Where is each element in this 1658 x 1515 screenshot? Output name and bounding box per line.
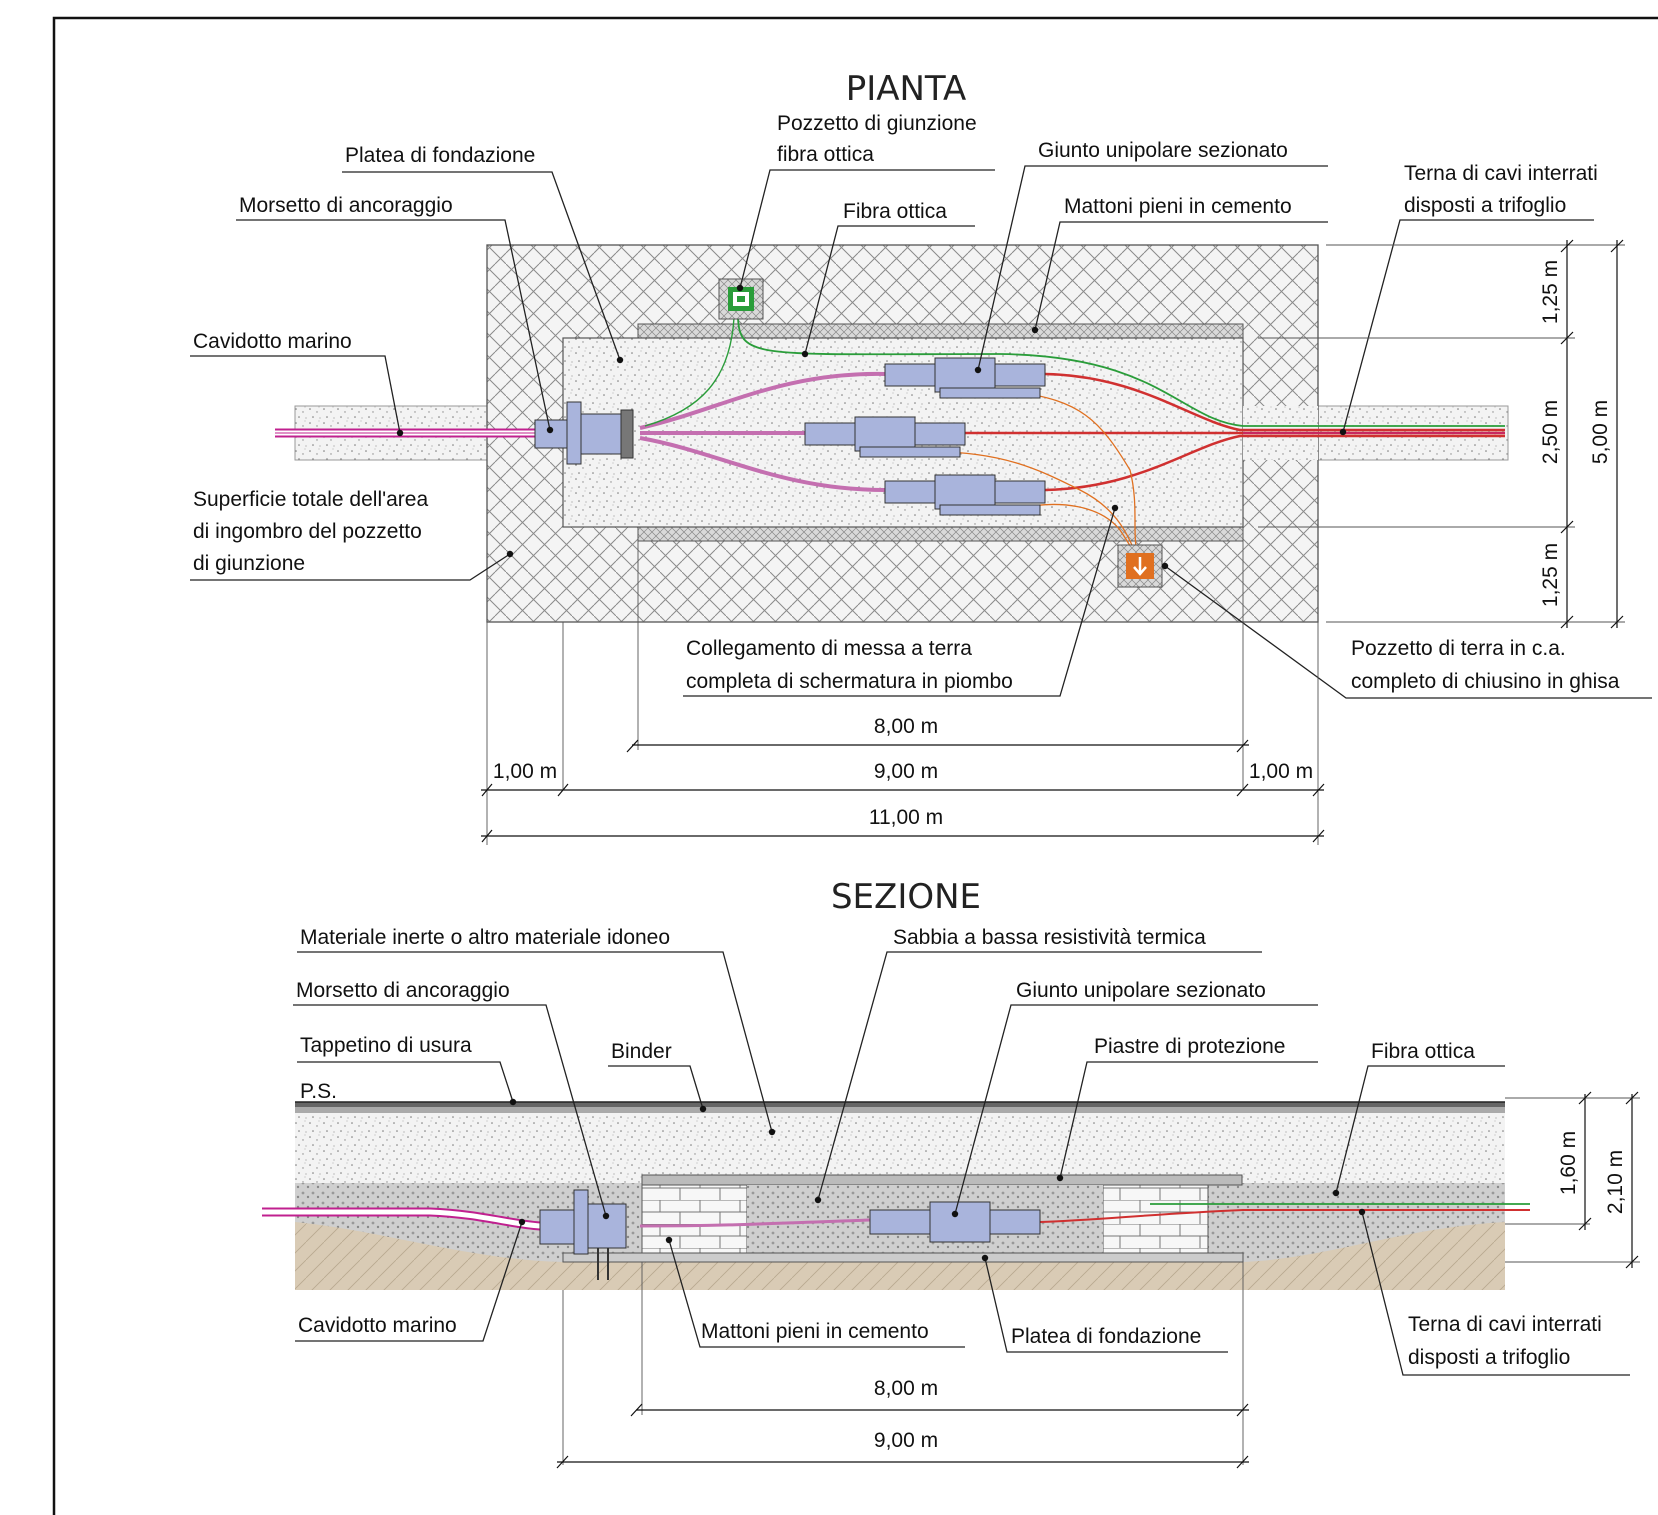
dim-pianta-250: 2,50 m [1539, 400, 1562, 464]
label-pozzetto-fibra-1: Pozzetto di giunzione [777, 112, 977, 135]
label-sez-platea: Platea di fondazione [1011, 1325, 1201, 1348]
label-collegamento-2: completa di schermatura in piombo [686, 670, 1013, 693]
section-cables [262, 1203, 1530, 1231]
label-sez-terna-1: Terna di cavi interrati [1408, 1313, 1602, 1336]
dim-pianta-500: 5,00 m [1589, 400, 1612, 464]
backfill-layer [295, 1111, 1505, 1183]
fiber-optic-branch [644, 317, 735, 427]
dim-pianta-1-left: 1,00 m [493, 760, 557, 783]
label-cavidotto: Cavidotto marino [193, 330, 352, 353]
section-foundation [562, 1252, 1244, 1263]
label-sez-terna-2: disposti a trifoglio [1408, 1346, 1570, 1369]
label-superficie-2: di ingombro del pozzetto [193, 520, 422, 543]
label-superficie-1: Superficie totale dell'area [193, 488, 428, 511]
label-terna-2: disposti a trifoglio [1404, 194, 1566, 217]
sezione-horizontal-dimensions: 8,00 m 9,00 m [556, 1262, 1249, 1469]
brick-strip-top [637, 323, 1244, 339]
label-sez-ps: P.S. [300, 1080, 337, 1103]
label-sez-mattoni: Mattoni pieni in cemento [701, 1320, 929, 1343]
label-giunto: Giunto unipolare sezionato [1038, 139, 1288, 162]
section-anchor-clamp [539, 1189, 627, 1280]
dim-sezione-9: 9,00 m [874, 1429, 938, 1452]
label-sez-materiale: Materiale inerte o altro materiale idone… [300, 926, 670, 949]
anchor-clamp [534, 401, 634, 465]
section-joint [869, 1201, 1041, 1243]
label-sez-cavidotto: Cavidotto marino [298, 1314, 457, 1337]
label-sez-giunto: Giunto unipolare sezionato [1016, 979, 1266, 1002]
label-platea: Platea di fondazione [345, 144, 535, 167]
label-pozzetto-terra-1: Pozzetto di terra in c.a. [1351, 637, 1566, 660]
dim-pianta-9: 9,00 m [874, 760, 938, 783]
earth-pit [1117, 544, 1163, 588]
dim-sezione-8: 8,00 m [874, 1377, 938, 1400]
sezione-labels: Materiale inerte o altro materiale idone… [293, 926, 1630, 1376]
section-layers [295, 1101, 1505, 1290]
brick-strip-bottom [637, 526, 1244, 542]
joint-bottom [884, 474, 1046, 516]
pianta-horizontal-dimensions: 8,00 m 9,00 m 1,00 m 1,00 m 11,00 m [481, 541, 1325, 845]
pianta-labels: Platea di fondazione Pozzetto di giunzio… [190, 112, 1652, 699]
label-sez-tappetino: Tappetino di usura [300, 1034, 472, 1057]
cable-bundle [275, 371, 1505, 492]
brick-wall-left [641, 1184, 748, 1254]
label-superficie-3: di giunzione [193, 552, 305, 575]
label-terna-1: Terna di cavi interrati [1404, 162, 1598, 185]
label-pozzetto-terra-2: completo di chiusino in ghisa [1351, 670, 1620, 693]
dim-sezione-210: 2,10 m [1604, 1150, 1627, 1214]
dim-pianta-1-right: 1,00 m [1249, 760, 1313, 783]
label-fibra: Fibra ottica [843, 200, 947, 223]
label-sez-fibra: Fibra ottica [1371, 1040, 1475, 1063]
pianta-title: PIANTA [846, 69, 967, 109]
dim-pianta-125-bottom: 1,25 m [1539, 543, 1562, 607]
dim-pianta-11: 11,00 m [869, 806, 943, 829]
protection-plates [641, 1174, 1243, 1186]
label-mattoni: Mattoni pieni in cemento [1064, 195, 1292, 218]
drawing-frame [52, 16, 1658, 1515]
dim-sezione-160: 1,60 m [1557, 1131, 1580, 1195]
sezione-vertical-dimensions: 1,60 m 2,10 m [1505, 1091, 1640, 1269]
label-sez-morsetto: Morsetto di ancoraggio [296, 979, 510, 1002]
joint-middle [804, 416, 966, 458]
label-collegamento-1: Collegamento di messa a terra [686, 637, 972, 660]
label-sez-piastre: Piastre di protezione [1094, 1035, 1285, 1058]
label-sez-sabbia: Sabbia a bassa resistività termica [893, 926, 1206, 949]
joint-top [884, 357, 1046, 399]
brick-wall-right [1102, 1184, 1209, 1254]
surface-wear-layer [295, 1102, 1505, 1107]
binder-layer [295, 1107, 1505, 1113]
pianta-vertical-dimensions: 1,25 m 2,50 m 1,25 m 5,00 m [1258, 239, 1625, 629]
label-sez-binder: Binder [611, 1040, 672, 1063]
fiber-optic-line [737, 317, 1505, 427]
label-pozzetto-fibra-2: fibra ottica [777, 143, 874, 166]
sezione-title: SEZIONE [831, 877, 981, 917]
label-morsetto: Morsetto di ancoraggio [239, 194, 453, 217]
dim-pianta-8: 8,00 m [874, 715, 938, 738]
dim-pianta-125-top: 1,25 m [1539, 260, 1562, 324]
